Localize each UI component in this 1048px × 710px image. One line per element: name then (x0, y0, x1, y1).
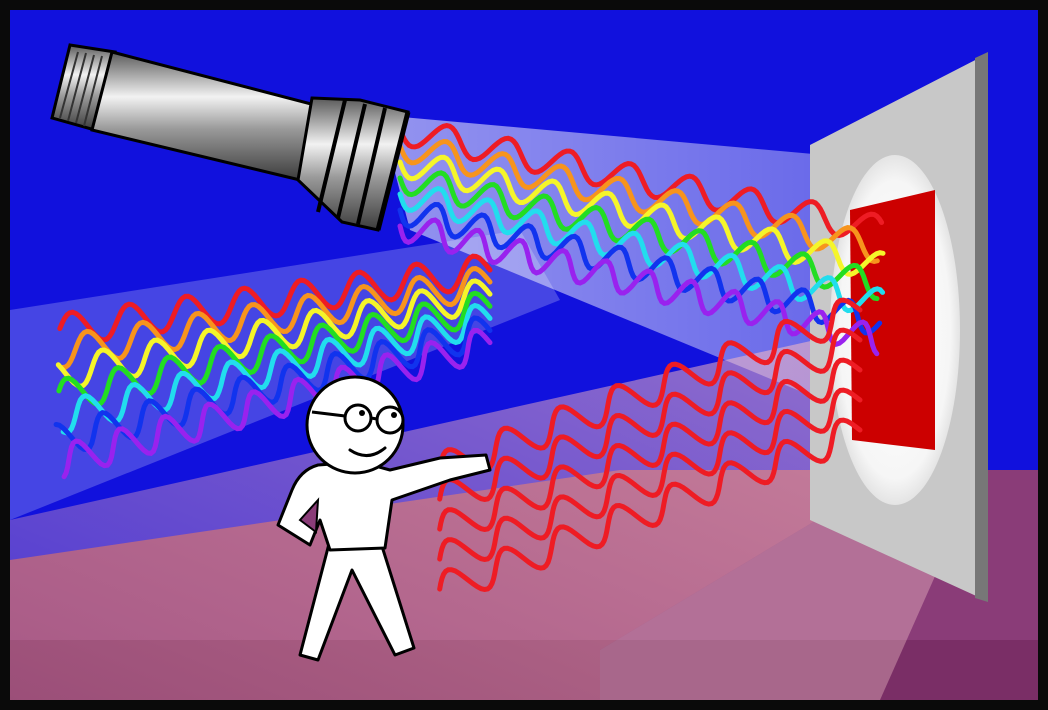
screen-panel-edge (975, 52, 988, 602)
